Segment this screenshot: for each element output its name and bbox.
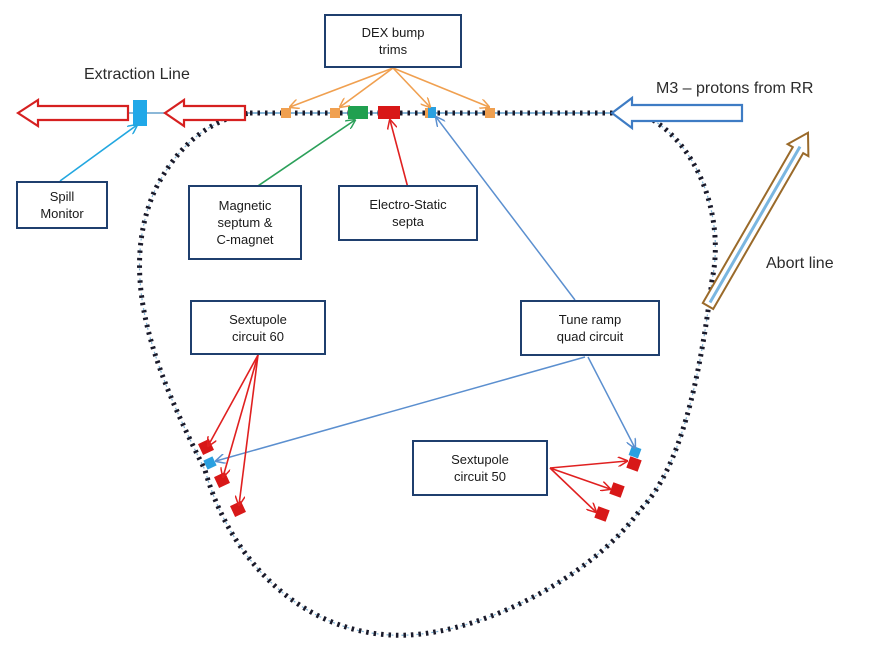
sextupole-50-magnet	[626, 456, 642, 472]
electrostatic-pointer	[390, 120, 409, 189]
tune-quad-magnet-top	[428, 107, 436, 118]
dex-bump-trims-box: DEX bump trims	[324, 14, 462, 68]
tune-quad-magnet-left	[203, 456, 217, 470]
sextupole-60-pointers	[208, 354, 259, 505]
dex-trim-magnet	[281, 108, 291, 118]
m3-label: M3 – protons from RR	[656, 80, 814, 97]
spill-monitor-pointer	[59, 125, 137, 182]
electrostatic-septum	[378, 106, 400, 119]
m3-arrow	[610, 95, 744, 131]
extraction-arrow-right	[163, 97, 247, 129]
sextupole-50-box: Sextupole circuit 50	[412, 440, 548, 496]
sextupole-60-box: Sextupole circuit 60	[190, 300, 326, 355]
septum-magnet	[348, 106, 368, 119]
dex-trim-magnet	[330, 108, 340, 118]
extraction-line-label: Extraction Line	[84, 66, 190, 83]
electrostatic-septa-box: Electro-Static septa	[338, 185, 478, 241]
abort-line-label: Abort line	[766, 255, 834, 272]
extraction-arrow-left	[15, 97, 130, 129]
spill-monitor-box: Spill Monitor	[16, 181, 108, 229]
sextupole-60-magnet	[230, 501, 246, 517]
sextupole-50-magnet	[609, 482, 625, 498]
sextupole-50-magnet	[594, 506, 610, 522]
ring-magnets	[137, 110, 718, 638]
tune-ramp-quad-box: Tune ramp quad circuit	[520, 300, 660, 356]
dex-trim-magnet	[485, 108, 495, 118]
magnetic-septum-box: Magnetic septum & C-magnet	[188, 185, 302, 260]
septum-pointer	[251, 120, 355, 191]
sextupole-60-magnet	[198, 439, 214, 455]
dex-pointers	[290, 67, 489, 107]
sextupole-60-magnet	[214, 472, 230, 488]
abort-arrow	[701, 131, 810, 311]
spill-monitor-block	[133, 100, 147, 126]
sextupole-50-pointers	[549, 461, 627, 512]
tune-ramp-pointers	[216, 117, 635, 461]
